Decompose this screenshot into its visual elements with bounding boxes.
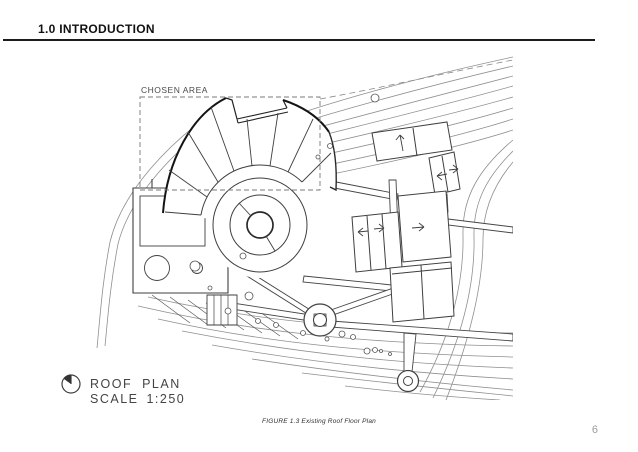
roof-slope-arrows bbox=[357, 134, 459, 237]
walkway-node bbox=[303, 303, 337, 337]
right-roof-buildings bbox=[351, 121, 461, 323]
north-indicator-icon bbox=[61, 374, 81, 394]
central-hub bbox=[200, 164, 313, 278]
page-number: 6 bbox=[591, 424, 598, 436]
site-markers bbox=[189, 93, 392, 356]
figure-caption: FIGURE 1.3 Existing Roof Floor Plan bbox=[262, 418, 376, 425]
plan-scale-label: SCALE 1:250 bbox=[90, 392, 185, 406]
chosen-area-boundary bbox=[139, 59, 513, 191]
page-title: 1.0 INTRODUCTION bbox=[38, 22, 155, 36]
chosen-area-label: CHOSEN AREA bbox=[141, 85, 208, 95]
walkway-node bbox=[396, 369, 420, 393]
header-divider bbox=[3, 39, 595, 41]
plan-title-label: ROOF PLAN bbox=[90, 377, 181, 391]
